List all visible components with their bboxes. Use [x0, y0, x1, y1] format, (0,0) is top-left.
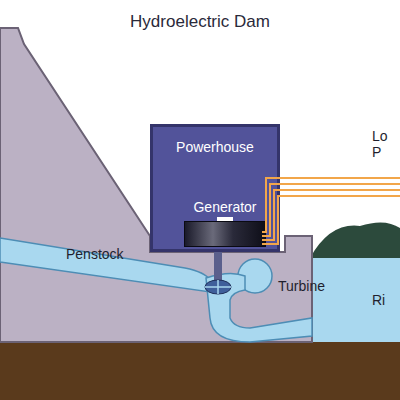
turbine-shaft: [214, 248, 222, 284]
ground: [0, 340, 400, 400]
river-bank-hill: [310, 222, 400, 258]
turbine-label: Turbine: [278, 278, 338, 294]
generator-block: [184, 221, 266, 247]
turbine-blades: [205, 280, 231, 294]
generator-top-plate: [217, 217, 233, 221]
power-line: [262, 184, 400, 236]
power-line: [262, 196, 400, 244]
generator-unit: Generator: [183, 199, 267, 251]
powerhouse-box: PowerhouseGenerator: [150, 124, 280, 252]
power-line: [262, 178, 400, 232]
penstock-label: Penstock: [66, 246, 146, 262]
river-label: Ri: [372, 292, 396, 308]
generator-label: Generator: [183, 199, 267, 215]
turbine-runner: [205, 280, 231, 294]
dam-body: [0, 28, 312, 342]
powerhouse-label: Powerhouse: [153, 127, 277, 155]
diagram-title: Hydroelectric Dam: [0, 12, 400, 32]
river: [310, 255, 400, 342]
power-line: [262, 190, 400, 240]
power-lines-label: Lo P: [372, 128, 396, 160]
